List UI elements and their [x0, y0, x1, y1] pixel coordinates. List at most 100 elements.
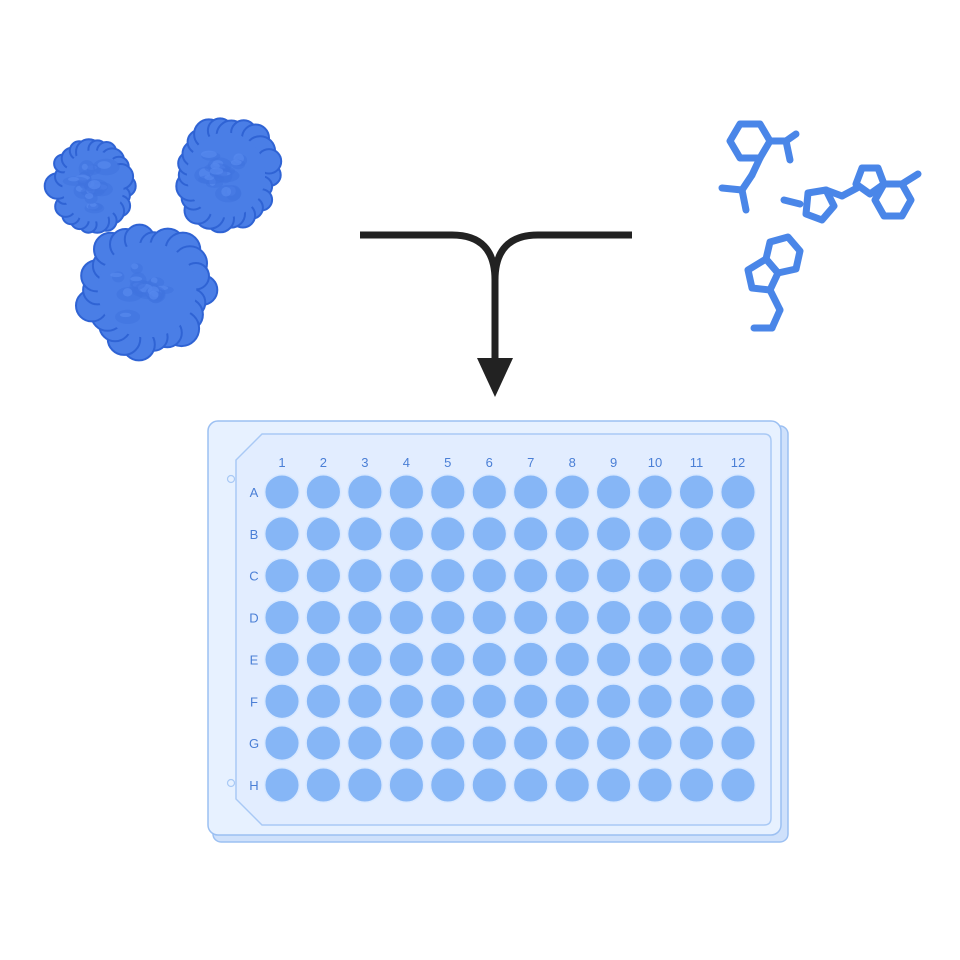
- column-label: 11: [690, 455, 704, 470]
- well-E8: [554, 641, 591, 678]
- well-E12: [719, 641, 757, 678]
- well-F4: [388, 683, 425, 720]
- column-label: 12: [731, 455, 745, 470]
- well-B4: [388, 515, 425, 552]
- row-label: B: [250, 527, 259, 542]
- well-B12: [719, 515, 757, 552]
- well-D2: [305, 599, 342, 636]
- well-A2: [305, 473, 342, 511]
- well-G2: [305, 725, 342, 762]
- well-B1: [263, 515, 301, 552]
- well-F6: [471, 683, 508, 720]
- well-C12: [719, 557, 757, 594]
- well-D3: [346, 599, 383, 636]
- well-A5: [429, 473, 466, 511]
- well-G4: [388, 725, 425, 762]
- well-F10: [636, 683, 674, 720]
- well-D1: [263, 599, 301, 636]
- well-D4: [388, 599, 425, 636]
- well-A6: [471, 473, 508, 511]
- well-B6: [471, 515, 508, 552]
- well-H11: [678, 766, 715, 804]
- well-A7: [512, 473, 549, 511]
- well-H7: [512, 766, 549, 804]
- well-D5: [429, 599, 466, 636]
- well-A11: [678, 473, 715, 511]
- well-E6: [471, 641, 508, 678]
- well-D12: [719, 599, 757, 636]
- well-C2: [305, 557, 342, 594]
- row-label: A: [250, 485, 259, 500]
- well-F12: [719, 683, 757, 720]
- well-F2: [305, 683, 342, 720]
- row-label: E: [250, 652, 259, 667]
- column-label: 5: [444, 455, 451, 470]
- well-E1: [263, 641, 301, 678]
- plate-corner-mark-bottom: [226, 778, 236, 788]
- well-G12: [719, 725, 757, 762]
- well-A12: [719, 473, 757, 511]
- column-label: 6: [486, 455, 493, 470]
- well-D8: [554, 599, 591, 636]
- well-C1: [263, 557, 301, 594]
- column-label: 7: [527, 455, 534, 470]
- well-C8: [554, 557, 591, 594]
- protein-cluster-icon: [43, 117, 283, 362]
- well-G8: [554, 725, 591, 762]
- well-G7: [512, 725, 549, 762]
- well-F8: [554, 683, 591, 720]
- merge-arrow-icon: [360, 231, 632, 397]
- well-B8: [554, 515, 591, 552]
- plate-corner-mark-top: [226, 474, 236, 484]
- well-A4: [388, 473, 425, 511]
- well-C4: [388, 557, 425, 594]
- well-H9: [595, 766, 632, 804]
- column-label: 1: [278, 455, 285, 470]
- well-A3: [346, 473, 383, 511]
- well-F5: [429, 683, 466, 720]
- column-label: 8: [569, 455, 576, 470]
- well-E4: [388, 641, 425, 678]
- well-D7: [512, 599, 549, 636]
- well-D10: [636, 599, 674, 636]
- well-B9: [595, 515, 632, 552]
- well-D11: [678, 599, 715, 636]
- column-label: 4: [403, 455, 410, 470]
- well-B3: [346, 515, 383, 552]
- well-A10: [636, 473, 674, 511]
- well-E7: [512, 641, 549, 678]
- well-A8: [554, 473, 591, 511]
- well-D9: [595, 599, 632, 636]
- well-B2: [305, 515, 342, 552]
- well-G9: [595, 725, 632, 762]
- well-A9: [595, 473, 632, 511]
- column-label: 3: [361, 455, 368, 470]
- well-F3: [346, 683, 383, 720]
- well-H8: [554, 766, 591, 804]
- column-label: 10: [648, 455, 662, 470]
- well-G6: [471, 725, 508, 762]
- row-label: G: [249, 736, 259, 751]
- well-C11: [678, 557, 715, 594]
- well-H2: [305, 766, 342, 804]
- well-G5: [429, 725, 466, 762]
- well-H12: [719, 766, 757, 804]
- protein-blob-3: [75, 223, 219, 362]
- well-C7: [512, 557, 549, 594]
- well-E10: [636, 641, 674, 678]
- well-E3: [346, 641, 383, 678]
- molecule-1: [718, 120, 800, 214]
- well-C10: [636, 557, 674, 594]
- small-molecule-icon: [718, 120, 922, 332]
- well-D6: [471, 599, 508, 636]
- well-H10: [636, 766, 674, 804]
- well-B11: [678, 515, 715, 552]
- well-H5: [429, 766, 466, 804]
- molecule-3: [744, 233, 804, 332]
- well-B10: [636, 515, 674, 552]
- well-G1: [263, 725, 301, 762]
- row-label: D: [249, 611, 258, 626]
